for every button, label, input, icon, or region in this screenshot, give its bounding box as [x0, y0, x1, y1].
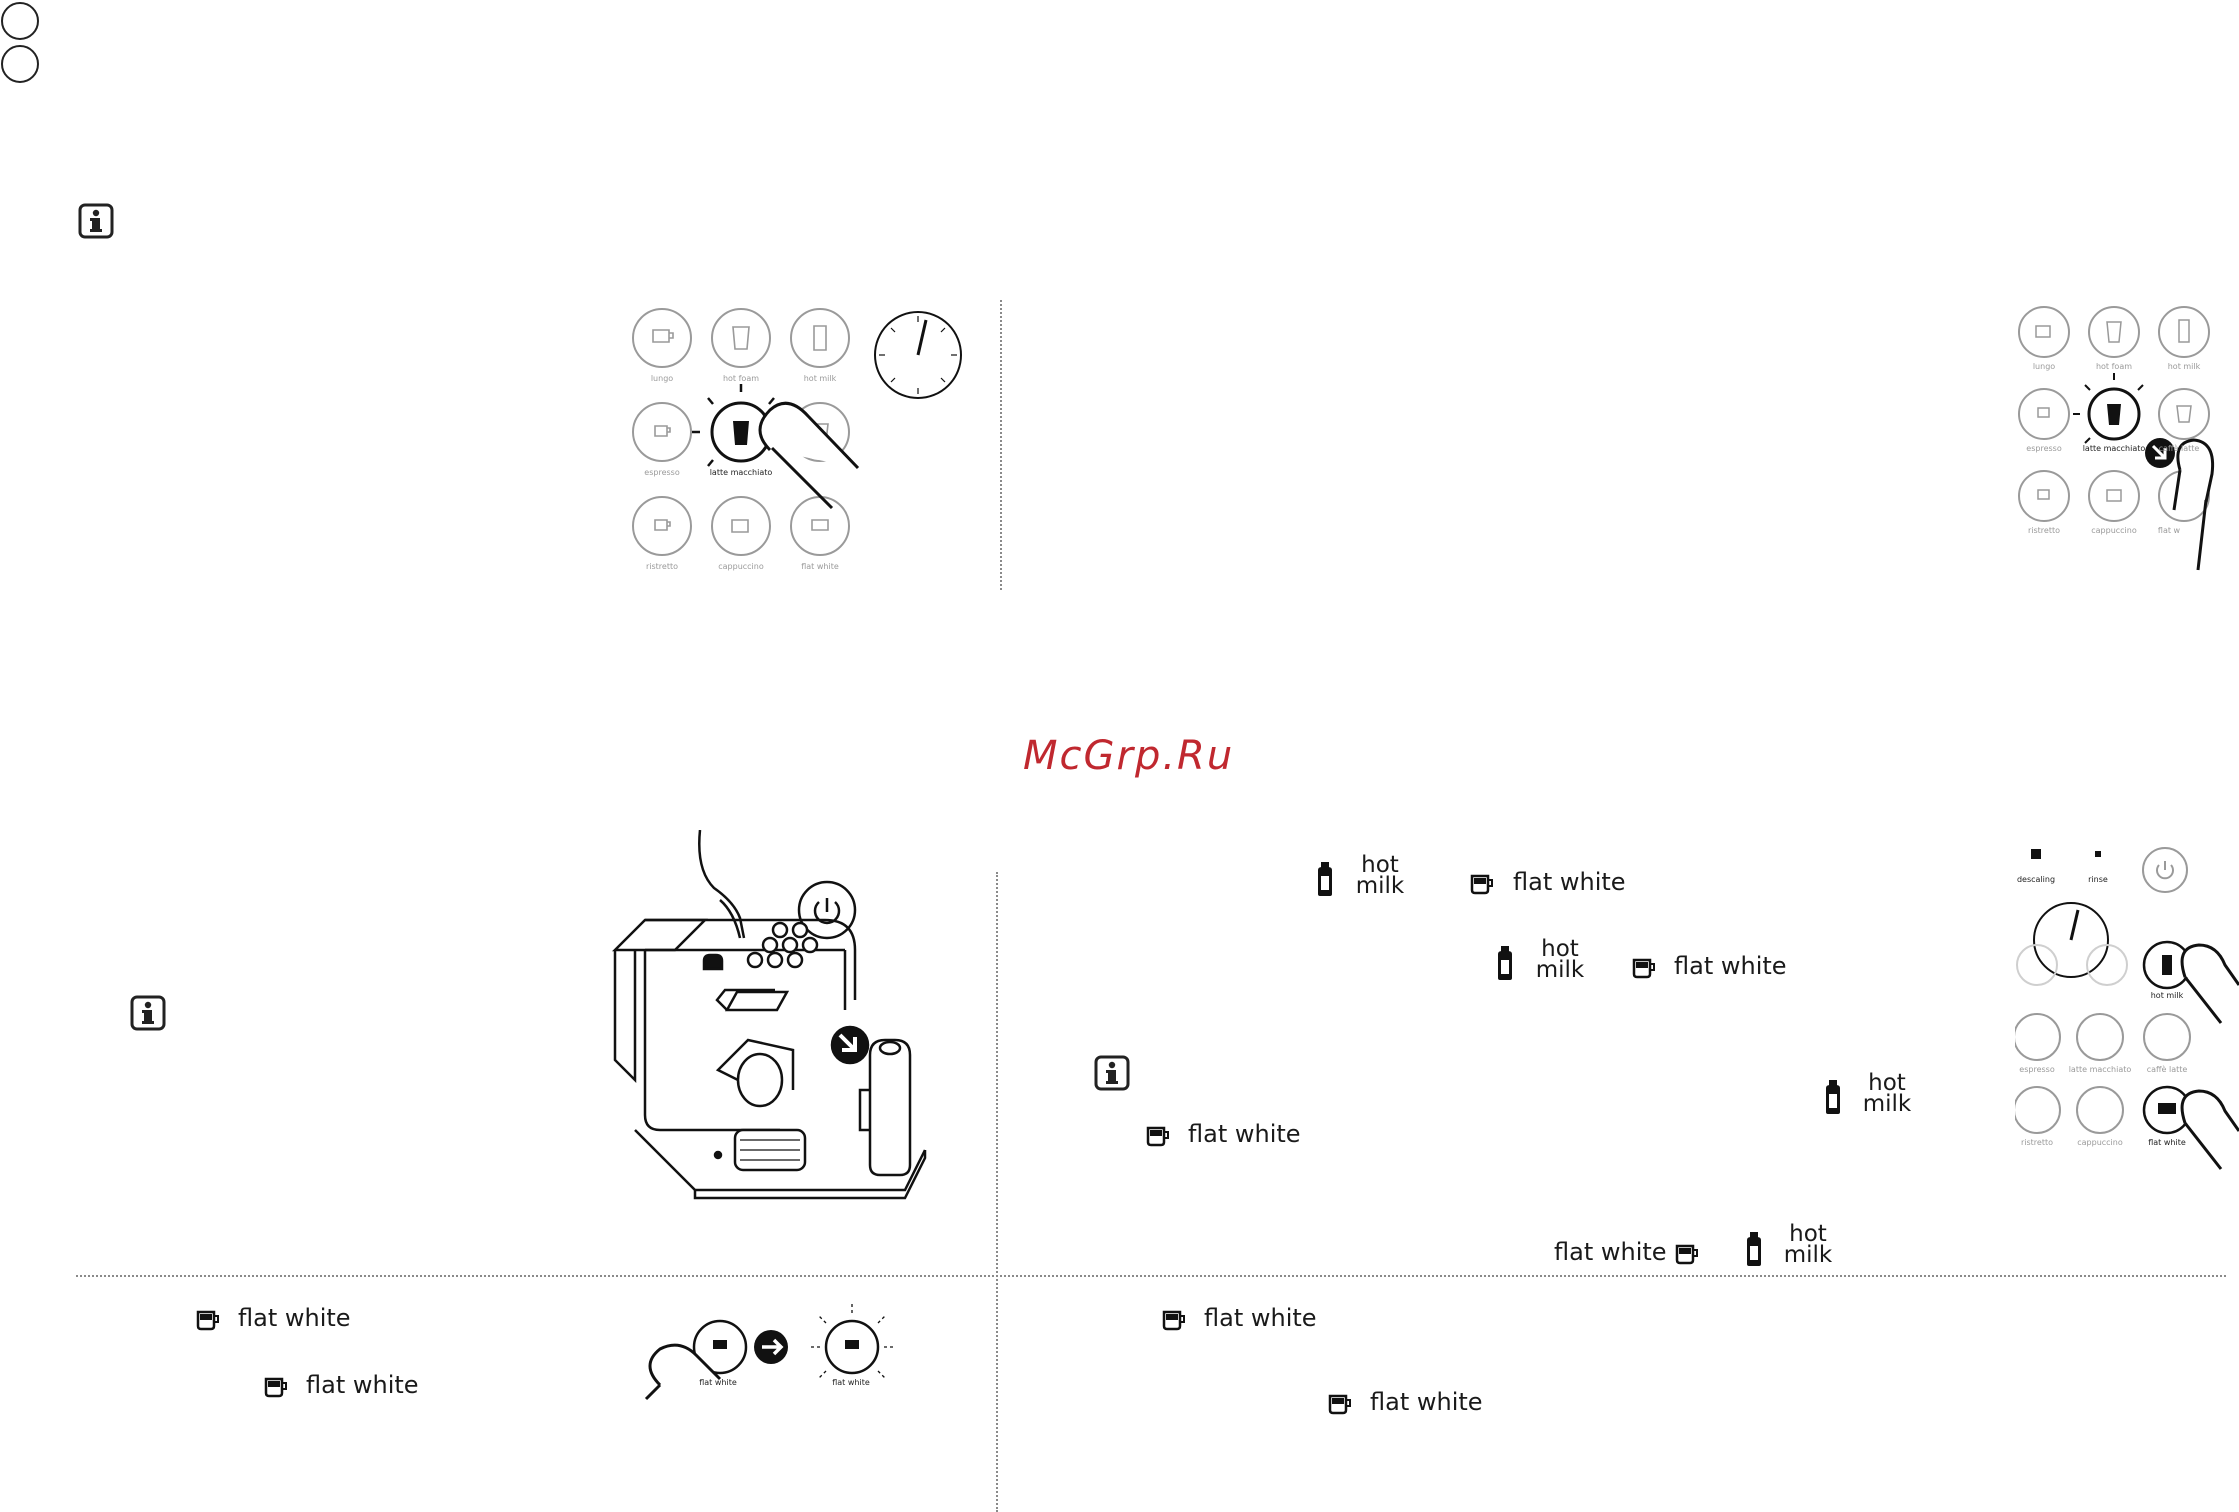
b-label-flat-w: flat w: [2157, 526, 2181, 535]
d-label-caffe-latte: caffè latte: [2146, 1065, 2188, 1074]
b-label-latte-macchiato: latte macchiato: [2082, 444, 2146, 453]
flat-white-text-5: flat white: [238, 1304, 351, 1332]
d-label-latte-macchiato: latte macchiato: [2068, 1065, 2132, 1074]
flat-white-text-6: flat white: [306, 1371, 419, 1399]
b-label-hot-foam: hot foam: [2095, 362, 2133, 371]
cup-icon-1: [1470, 873, 1496, 895]
button-label-cappuccino: cappuccino: [718, 562, 764, 571]
milk-text: milk: [1355, 873, 1405, 899]
b-label-caffe-latte: caffè latte: [2158, 444, 2200, 453]
milk-text: milk: [1862, 1091, 1912, 1117]
button-label-hot-foam: hot foam: [722, 374, 760, 383]
d-label-flat-white: flat white: [2148, 1138, 2186, 1147]
flat-white-text-7: flat white: [1204, 1304, 1317, 1332]
watermark: McGrp.Ru: [1023, 733, 1235, 779]
button-label-latte-macchiato: latte macchiato: [709, 468, 773, 477]
press-label-flat-white-2: flat white: [832, 1378, 870, 1387]
cup-icon-4: [1675, 1243, 1701, 1265]
hot-text: hot: [1789, 1221, 1827, 1247]
step-circle-1: [1, 2, 39, 40]
info-icon-2: [130, 995, 166, 1031]
b-label-hot-milk: hot milk: [2167, 362, 2201, 371]
flat-white-text-4: flat white: [1554, 1238, 1667, 1266]
b-label-ristretto: ristretto: [2027, 526, 2061, 535]
separator-bottom-right: [996, 872, 998, 1512]
b-label-lungo: lungo: [2032, 362, 2056, 371]
hot-text: hot: [1868, 1070, 1906, 1096]
flat-white-text-2: flat white: [1674, 952, 1787, 980]
d-label-ristretto: ristretto: [2020, 1138, 2054, 1147]
b-label-cappuccino: cappuccino: [2091, 526, 2137, 535]
bottle-icon-1: [1316, 862, 1334, 896]
button-label-lungo: lungo: [650, 374, 674, 383]
d-label-rinse: rinse: [2088, 875, 2108, 884]
cup-icon-6: [264, 1376, 290, 1398]
milk-text: milk: [1535, 957, 1585, 983]
button-label-flat-white: flat white: [801, 562, 839, 571]
d-label-espresso: espresso: [2019, 1065, 2055, 1074]
press-label-flat-white-1: flat white: [699, 1378, 737, 1387]
cup-icon-7: [1162, 1309, 1188, 1331]
flat-white-text-3: flat white: [1188, 1120, 1301, 1148]
panel-a-illustration: lungo hot foam hot milk espresso latte m…: [620, 300, 970, 580]
separator-top: [1000, 300, 1002, 590]
flat-white-press-illustration: flat white flat white: [630, 1295, 910, 1405]
bottle-icon-3: [1824, 1080, 1842, 1114]
panel-b-illustration: lungo hot foam hot milk espresso latte m…: [2010, 300, 2220, 580]
button-label-ristretto: ristretto: [645, 562, 679, 571]
separator-horizontal: [76, 1275, 2226, 1277]
info-icon: [78, 203, 114, 239]
step-circle-2: [1, 45, 39, 83]
d-label-descaling: descaling: [2016, 875, 2056, 884]
bottle-icon-4: [1745, 1232, 1763, 1266]
flat-white-text-8: flat white: [1370, 1388, 1483, 1416]
d-label-cappuccino: cappuccino: [2077, 1138, 2123, 1147]
b-label-espresso: espresso: [2026, 444, 2062, 453]
milk-text: milk: [1783, 1242, 1833, 1268]
bottle-icon-2: [1496, 946, 1514, 980]
cup-icon-8: [1328, 1393, 1354, 1415]
coffee-machine-illustration: [605, 829, 935, 1250]
d-label-hot-milk: hot milk: [2150, 991, 2184, 1000]
hot-text: hot: [1541, 936, 1579, 962]
button-label-hot-milk: hot milk: [803, 374, 837, 383]
button-label-espresso: espresso: [644, 468, 680, 477]
info-icon-3: [1094, 1055, 1130, 1091]
hot-text: hot: [1361, 852, 1399, 878]
cup-icon-2: [1632, 957, 1658, 979]
panel-d-illustration: descaling rinse hot milk espresso latte …: [2013, 845, 2239, 1185]
cup-icon-5: [196, 1309, 222, 1331]
flat-white-text-1: flat white: [1513, 868, 1626, 896]
cup-icon-3: [1146, 1125, 1172, 1147]
